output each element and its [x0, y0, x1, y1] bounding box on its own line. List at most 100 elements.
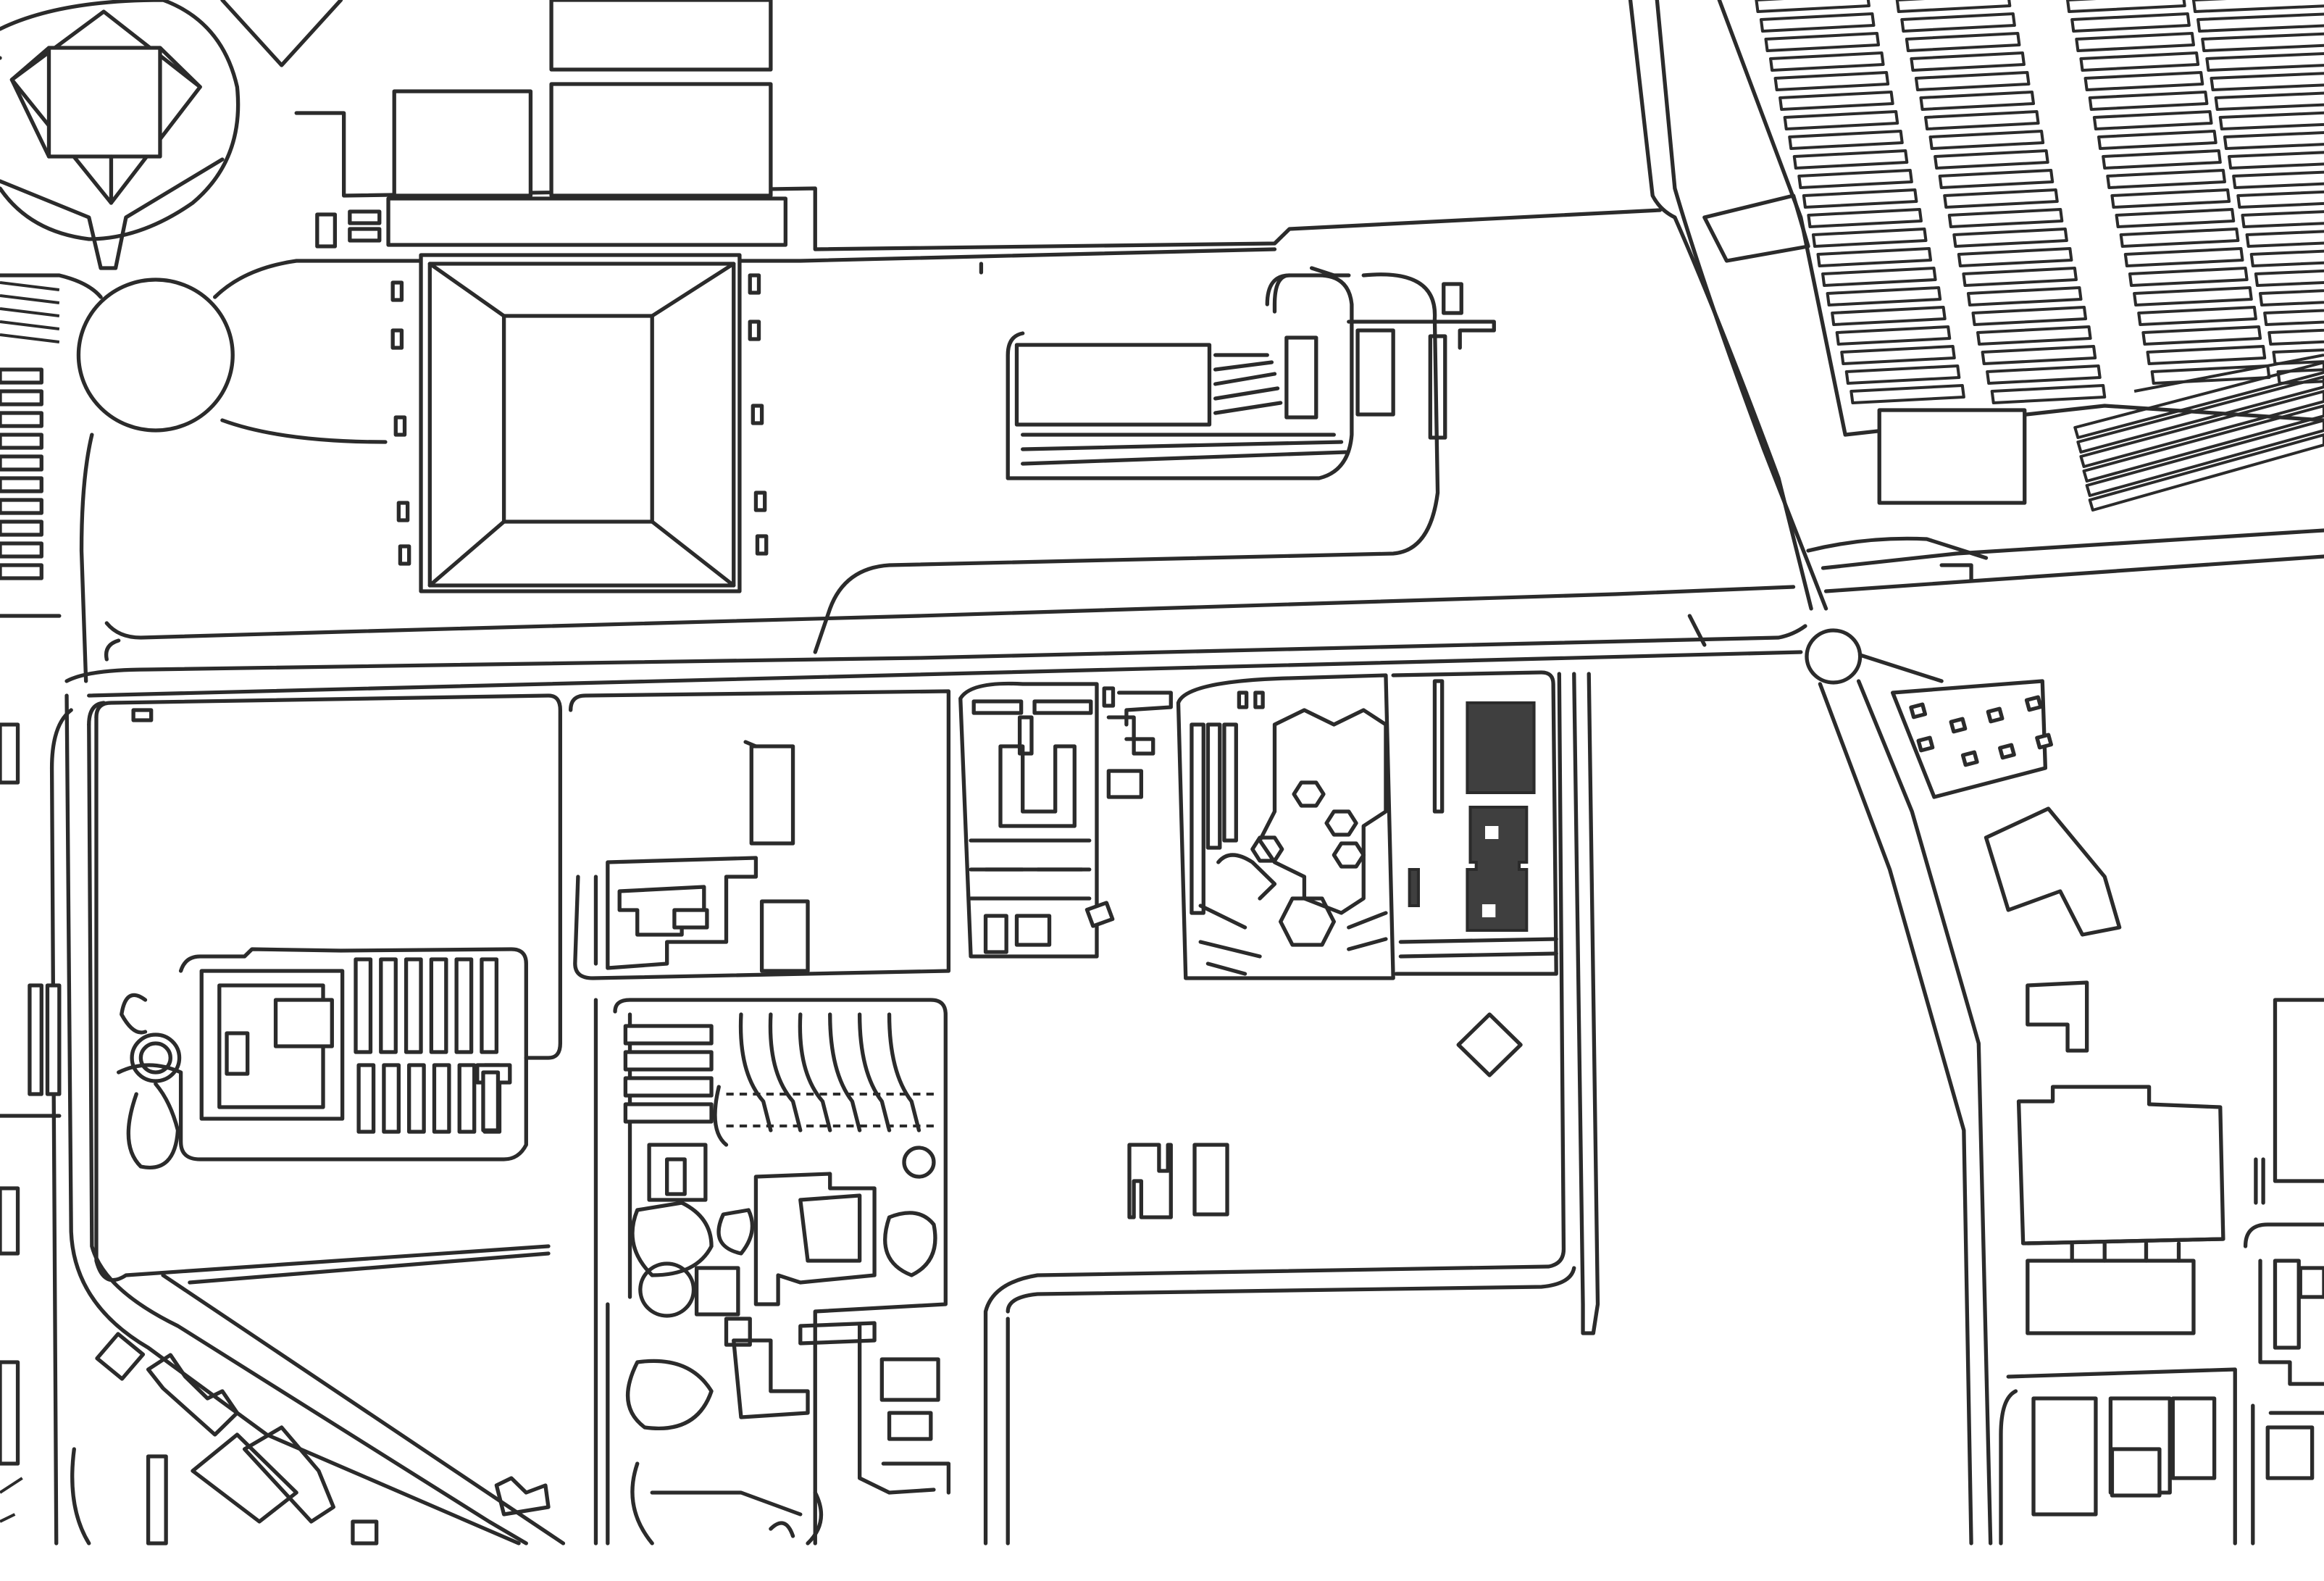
parking-stall: [457, 1063, 477, 1134]
parking-stall: [1919, 91, 2036, 111]
parking-stall: [1807, 208, 1923, 228]
parking-stall: [1788, 130, 1904, 150]
northeast-blocks: [1702, 0, 2324, 505]
parking-stall: [1914, 71, 2031, 91]
parking-stall: [2075, 32, 2196, 52]
parking-stall: [1755, 0, 1871, 13]
parking-stall: [0, 476, 43, 493]
stadium-complex: [0, 0, 241, 270]
campus-parking: [623, 1024, 714, 1124]
parking-stall: [2205, 51, 2324, 72]
southwest-buildings: [70, 1332, 551, 1545]
parking-stall: [2141, 325, 2262, 346]
parking-stall: [407, 1063, 426, 1134]
parking-stall: [2137, 306, 2257, 326]
parking-stall: [1835, 325, 1952, 346]
west-road: [0, 693, 566, 1545]
campus-block: [593, 998, 951, 1545]
central-field: [983, 672, 1600, 1545]
parking-stall: [2191, 0, 2324, 13]
parking-stall: [1928, 130, 2045, 150]
parking-stall: [481, 1070, 501, 1132]
parking-stall: [1821, 267, 1937, 287]
parking-stall: [1797, 169, 1913, 189]
parking-stall: [2066, 0, 2186, 13]
parking-line: [0, 333, 60, 343]
parking-line: [0, 294, 60, 304]
parking-stall: [2201, 32, 2324, 52]
parking-stall: [382, 1063, 401, 1134]
parking-stall: [480, 957, 499, 1054]
north-parking-lot: [958, 681, 1173, 959]
parking-stall: [2232, 170, 2324, 189]
parking-stall: [2128, 267, 2249, 287]
roundabout-east: [1628, 0, 2324, 1545]
roundabout-west: [0, 247, 1277, 683]
small-structure: [1998, 743, 2016, 760]
parking-stall: [2241, 210, 2324, 228]
parking-stall: [1844, 364, 1961, 385]
parking-stall: [0, 433, 43, 450]
parking-stall: [2223, 131, 2324, 150]
parking-stall: [356, 1063, 376, 1134]
west-block: [94, 693, 563, 1285]
highlighted-buildings: [1391, 670, 1558, 976]
parking-stall: [2082, 404, 2324, 483]
parking-stall: [2079, 390, 2324, 468]
parking-stall: [379, 957, 398, 1054]
parking-stall: [1840, 345, 1956, 365]
central-office-block: [569, 689, 951, 980]
parking-stall: [2228, 151, 2324, 170]
parking-stall: [0, 498, 43, 515]
parking-stall: [2102, 149, 2222, 170]
parking-stall: [454, 957, 474, 1054]
parking-stall: [1934, 149, 2049, 170]
parking-stall: [2210, 72, 2324, 91]
parking-stall: [1952, 228, 2068, 248]
parking-stall: [1769, 51, 1885, 72]
parking-stall: [1900, 12, 2016, 33]
small-structure: [1960, 750, 1979, 767]
parking-stall: [1962, 267, 2078, 287]
parking-stall: [1778, 91, 1894, 111]
parking-stall: [2245, 230, 2324, 248]
parking-stall: [2110, 188, 2231, 209]
parking-stall: [2083, 71, 2204, 91]
parking-stall: [0, 520, 43, 537]
parking-stall: [404, 957, 423, 1054]
parking-stall: [1783, 110, 1899, 130]
parking-stall: [2249, 249, 2324, 267]
parking-stall: [2236, 190, 2324, 209]
parking-west-edge: [0, 281, 60, 580]
small-structure: [1949, 717, 1968, 734]
parking-stall: [1802, 188, 1918, 209]
parking-stall: [1759, 12, 1876, 33]
parking-stall: [1816, 247, 1933, 267]
parking-stall: [429, 957, 448, 1054]
parking-stall: [2146, 345, 2267, 365]
parking-stall: [1826, 286, 1942, 306]
parking-stall: [1986, 364, 2102, 385]
parking-stall: [2263, 309, 2324, 326]
parking-stall: [0, 454, 43, 472]
parking-stall: [1938, 169, 2055, 189]
parking-stall: [2076, 375, 2324, 454]
parking-stall: [2123, 247, 2244, 267]
parking-stall: [1957, 247, 2073, 267]
parking-line: [0, 281, 60, 291]
parking-stall: [1924, 110, 2040, 130]
parking-stall: [2196, 12, 2324, 33]
parking-stall: [1971, 306, 2088, 326]
parking-stall: [1811, 228, 1928, 248]
parking-stall: [1976, 325, 2092, 346]
parking-stall: [0, 389, 43, 406]
parking-stall: [2218, 111, 2324, 130]
parking-grid-northeast: [1755, 0, 2324, 512]
small-structure: [1916, 735, 1935, 753]
parking-stall: [2088, 433, 2324, 512]
northern-road: [0, 0, 1663, 251]
parking-stall: [1981, 345, 2097, 365]
parking-stall: [2079, 51, 2200, 72]
large-pavilion: [390, 253, 769, 593]
